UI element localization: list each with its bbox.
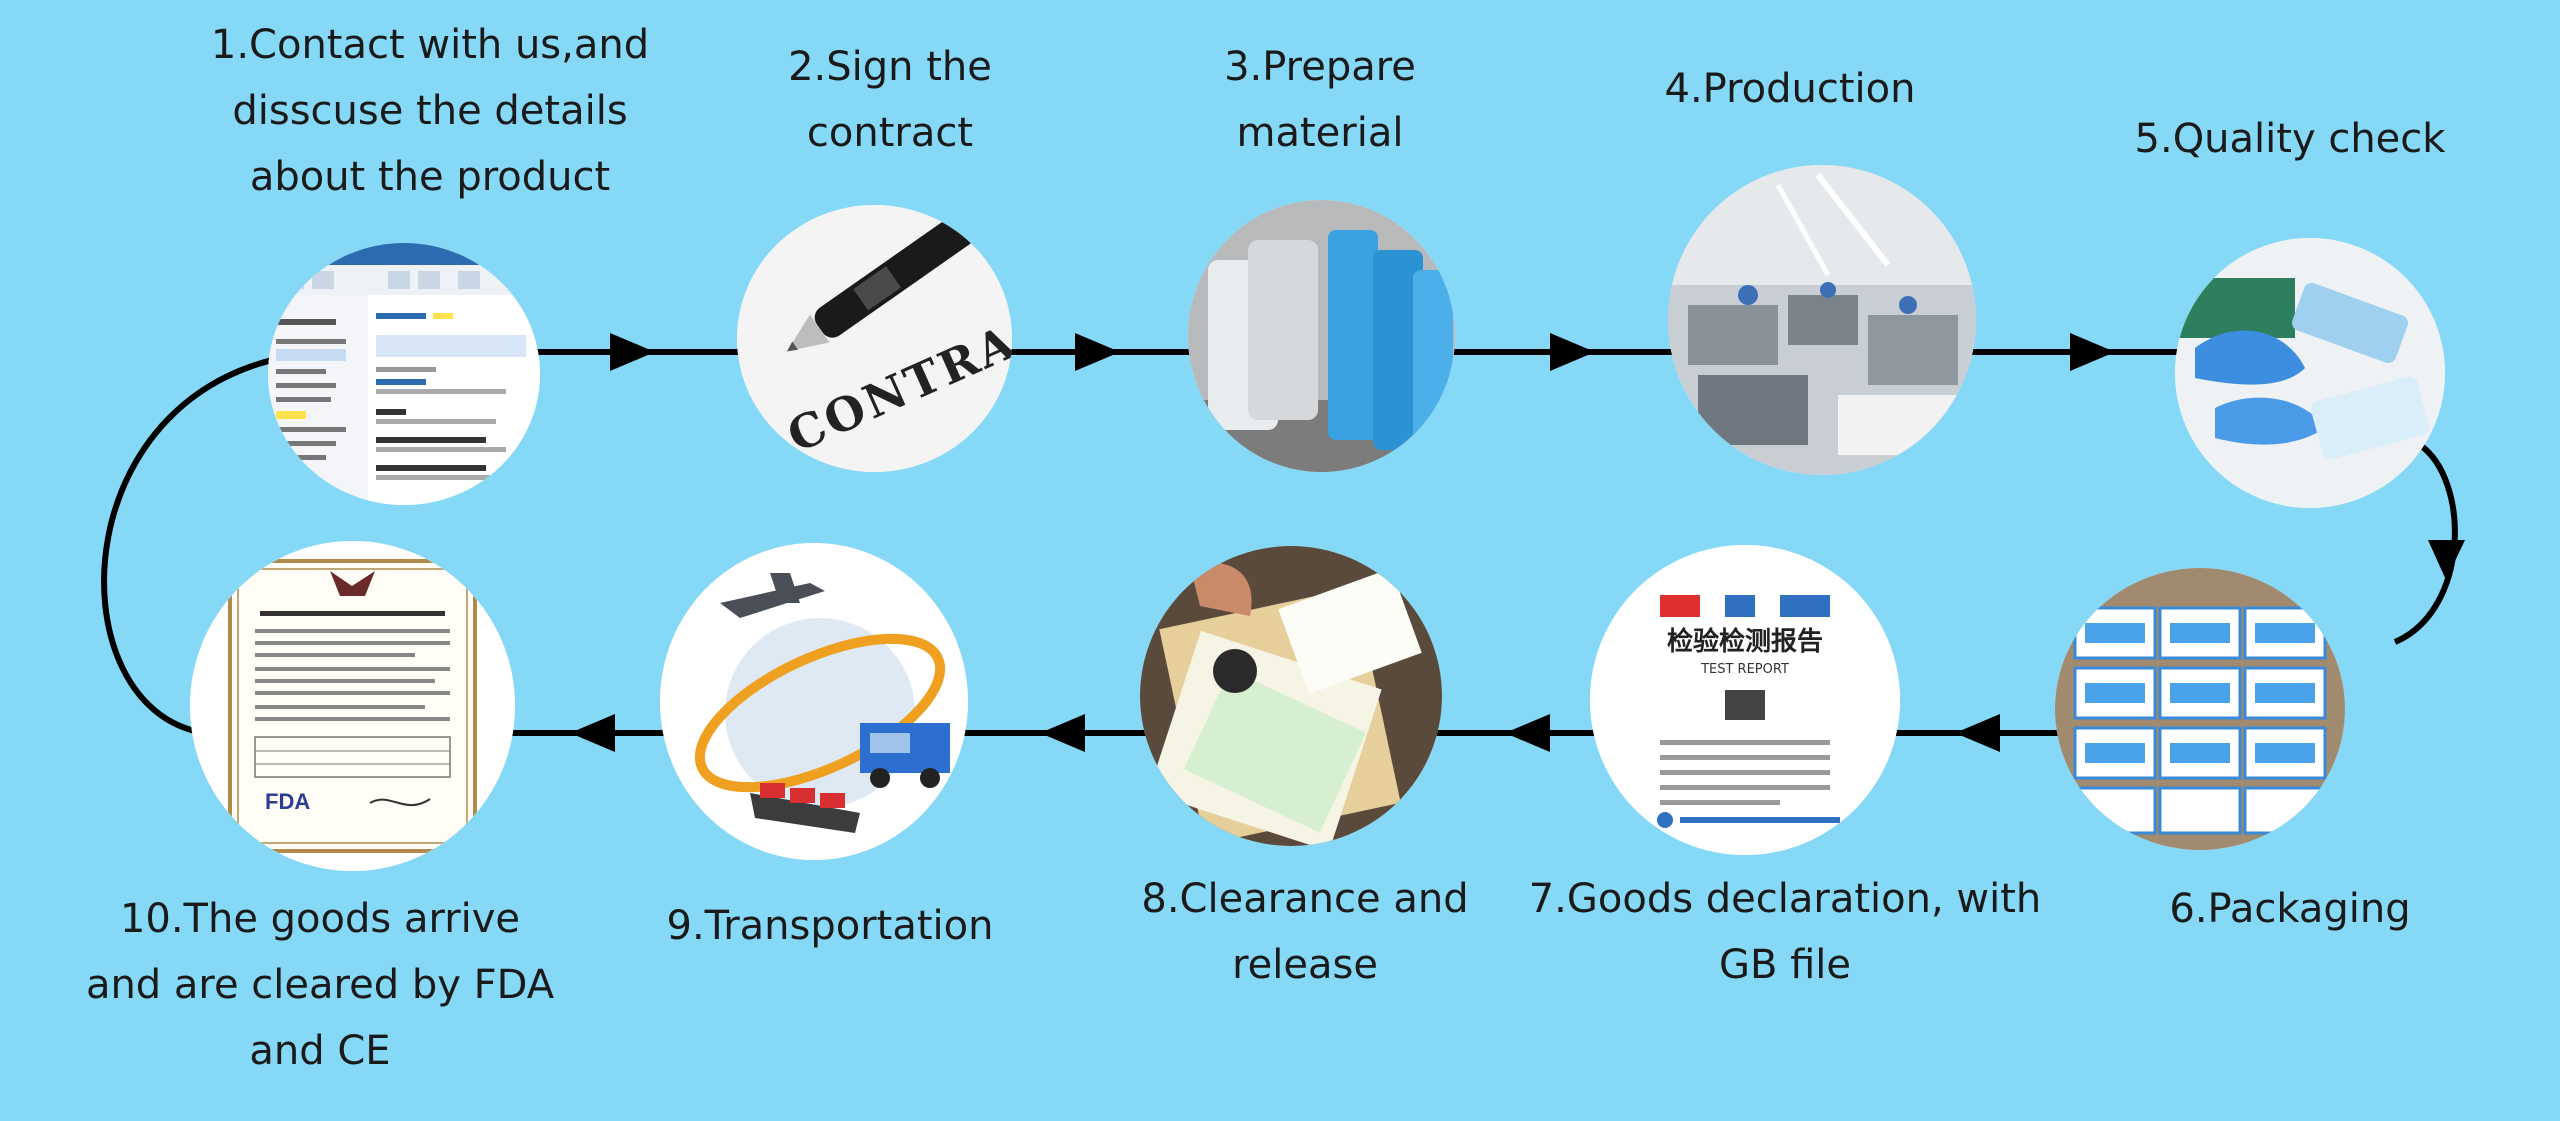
step-1-label-line: disscuse the details bbox=[232, 88, 628, 134]
step-7-label: 7.Goods declaration, with GB file bbox=[1500, 866, 2070, 998]
step-8-label: 8.Clearance and release bbox=[1120, 866, 1490, 998]
step-2-image-contract: CONTRACT bbox=[737, 205, 1012, 472]
step-10-label-line: and CE bbox=[249, 1028, 391, 1074]
pen-contract-illustration: CONTRACT bbox=[737, 205, 1012, 472]
step-4-image-production bbox=[1668, 165, 1976, 475]
transportation-illustration bbox=[660, 543, 968, 860]
step-6-image-packaging bbox=[2055, 568, 2345, 850]
step-9-image-transportation bbox=[660, 543, 968, 860]
arrow-2-to-3 bbox=[1075, 333, 1120, 371]
step-7-image-test-report: 检验检测报告 TEST REPORT bbox=[1590, 545, 1900, 855]
step-8-image-clearance bbox=[1140, 546, 1442, 846]
step-4-label-line: 4.Production bbox=[1664, 66, 1916, 112]
arrow-7-to-8 bbox=[1505, 714, 1550, 752]
step-9-label: 9.Transportation bbox=[620, 893, 1040, 959]
test-report-title-cn: 检验检测报告 bbox=[1667, 626, 1823, 657]
step-2-label-line: 2.Sign the bbox=[788, 44, 992, 90]
step-10-label: 10.The goods arrive and are cleared by F… bbox=[60, 886, 580, 1084]
step-4-label: 4.Production bbox=[1600, 56, 1980, 122]
material-rolls-illustration bbox=[1188, 200, 1455, 472]
fda-certificate-illustration: FDA bbox=[190, 541, 515, 871]
factory-illustration bbox=[1668, 165, 1976, 475]
step-2-label: 2.Sign the contract bbox=[700, 34, 1080, 166]
step-7-label-line: 7.Goods declaration, with bbox=[1528, 876, 2042, 922]
step-1-image-email-inbox bbox=[268, 243, 540, 505]
step-8-label-line: 8.Clearance and bbox=[1141, 876, 1469, 922]
step-10-image-fda-certificate: FDA bbox=[190, 541, 515, 871]
stamping-documents-illustration bbox=[1140, 546, 1442, 846]
step-1-label-line: about the product bbox=[249, 154, 611, 200]
step-6-label-line: 6.Packaging bbox=[2169, 886, 2411, 932]
step-7-label-line: GB file bbox=[1718, 942, 1852, 988]
fda-logo-text: FDA bbox=[265, 789, 310, 814]
email-inbox-illustration bbox=[268, 243, 540, 505]
left-connector-curve bbox=[101, 349, 331, 736]
step-10-label-line: and are cleared by FDA bbox=[85, 962, 555, 1008]
arrow-4-to-5 bbox=[2070, 333, 2115, 371]
step-2-label-line: contract bbox=[806, 110, 974, 156]
step-3-label-line: 3.Prepare bbox=[1224, 44, 1416, 90]
step-3-label-line: material bbox=[1236, 110, 1404, 156]
test-report-illustration: 检验检测报告 TEST REPORT bbox=[1590, 545, 1900, 855]
step-10-label-line: 10.The goods arrive bbox=[119, 896, 521, 942]
arrow-1-to-2 bbox=[610, 333, 655, 371]
mask-boxes-illustration bbox=[2055, 568, 2345, 850]
step-3-image-material bbox=[1188, 200, 1455, 472]
test-report-title-en: TEST REPORT bbox=[1700, 662, 1789, 677]
step-5-image-quality-check bbox=[2175, 238, 2445, 508]
step-8-label-line: release bbox=[1232, 942, 1378, 988]
step-5-label-line: 5.Quality check bbox=[2134, 116, 2446, 162]
step-1-label: 1.Contact with us,and disscuse the detai… bbox=[180, 12, 680, 210]
arrow-3-to-4 bbox=[1550, 333, 1595, 371]
quality-check-illustration bbox=[2175, 238, 2445, 508]
step-5-label: 5.Quality check bbox=[2090, 106, 2490, 172]
step-6-label: 6.Packaging bbox=[2090, 876, 2490, 942]
arrow-8-to-9 bbox=[1040, 714, 1085, 752]
step-9-label-line: 9.Transportation bbox=[666, 903, 994, 949]
step-3-label: 3.Prepare material bbox=[1140, 34, 1500, 166]
arrow-6-to-7 bbox=[1955, 714, 2000, 752]
arrow-9-to-10 bbox=[570, 714, 615, 752]
arrow-5-to-6 bbox=[2428, 540, 2465, 580]
step-1-label-line: 1.Contact with us,and bbox=[210, 22, 650, 68]
